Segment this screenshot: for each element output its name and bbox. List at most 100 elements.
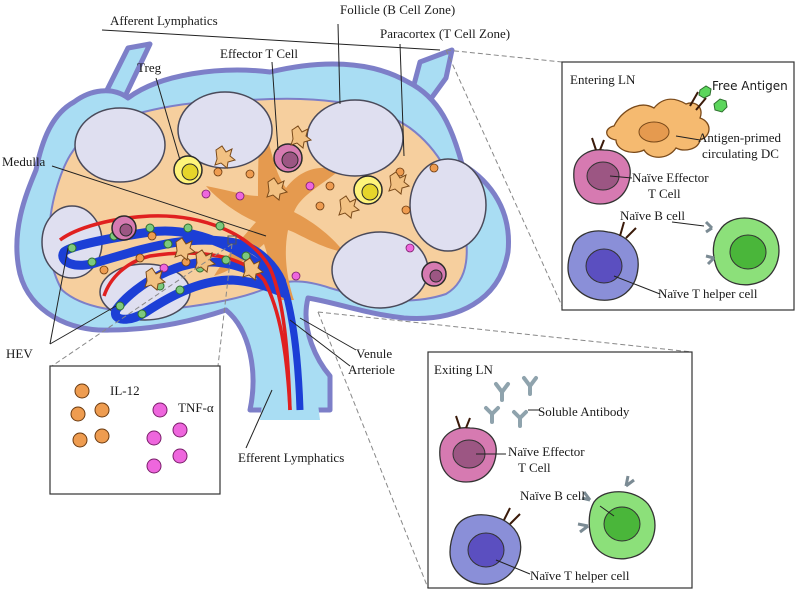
node-labels: Afferent Lymphatics Follicle (B Cell Zon…	[2, 2, 510, 465]
dendritic-cells	[144, 125, 411, 291]
effector-exiting-line2: T Cell	[518, 460, 551, 475]
hev-cell	[183, 223, 193, 233]
effector-t-cell	[111, 215, 137, 241]
il12-cluster	[70, 383, 110, 448]
leader-follicle	[337, 23, 341, 105]
effector-exiting-receptor	[455, 415, 471, 429]
follicle-4	[409, 158, 487, 252]
entering-panel: Entering LN Free Antigen Antigen-primed …	[561, 61, 795, 311]
follicle-2	[177, 91, 273, 169]
t-helper-exiting-nucleus	[467, 532, 505, 568]
leader-arteriole	[289, 319, 351, 367]
tnf-dots	[159, 181, 415, 281]
callout-entering-bottom	[445, 49, 563, 307]
dc-label-line2: circulating DC	[702, 146, 779, 161]
effector-entering-line2: T Cell	[648, 186, 681, 201]
t-helper-exiting-label: Naïve T helper cell	[530, 568, 630, 583]
effector-t-cell-entering-nucleus	[586, 161, 620, 191]
follicle-1	[74, 107, 166, 183]
antibody-icon	[512, 410, 528, 428]
hev-label: HEV	[6, 346, 33, 361]
afferent-lymphatics-label: Afferent Lymphatics	[110, 13, 218, 28]
hev-cell	[241, 251, 251, 261]
hev-cell	[145, 223, 155, 233]
callout-entering-top	[445, 49, 563, 63]
paracortex-label: Paracortex (T Cell Zone)	[380, 26, 510, 41]
leader-effector-entering	[609, 175, 633, 179]
effector-t-cell	[273, 143, 303, 173]
free-antigen-icon	[713, 98, 728, 113]
free-antigen-label: Free Antigen	[712, 79, 788, 93]
leader-hev-1	[49, 305, 117, 345]
arteriole-upper	[58, 214, 292, 411]
effector-receptor	[591, 137, 605, 151]
leader-dc	[675, 135, 701, 141]
captured-antigen	[698, 85, 712, 99]
venule-trunk	[278, 278, 304, 411]
b-cell-exiting-receptors	[577, 475, 635, 534]
dc-receptor	[689, 91, 707, 111]
effector-exiting-line1: Naïve Effector	[508, 444, 585, 459]
follicle-3	[306, 99, 404, 177]
dendritic-cell-nucleus	[638, 121, 670, 143]
soluble-antibody-label: Soluble Antibody	[538, 404, 630, 419]
t-helper-entering-nucleus	[585, 248, 623, 284]
tnf-cluster	[146, 402, 188, 474]
hev-cells	[67, 221, 251, 319]
leader-medulla	[51, 165, 267, 237]
t-helper-exiting-receptor	[503, 507, 521, 525]
treg-cell	[353, 175, 383, 205]
b-cell-exiting-label: Naïve B cell	[520, 488, 585, 503]
dc-label-line1: Antigen-primed	[698, 130, 782, 145]
medulla-label: Medulla	[2, 154, 46, 169]
b-cell-entering-label: Naïve B cell	[620, 208, 685, 223]
callout-cytokine-bottom	[217, 243, 233, 367]
leader-bcell-exiting	[599, 505, 615, 517]
leader-thelper-entering	[613, 275, 661, 295]
t-helper-receptor	[619, 221, 637, 239]
antibody-icon	[484, 406, 500, 424]
il12-dots	[99, 163, 439, 275]
leader-afferent	[101, 29, 441, 51]
hev-cell	[87, 257, 97, 267]
node-cells	[99, 125, 447, 291]
leader-venule	[299, 317, 357, 351]
hev-cell	[215, 221, 225, 231]
follicle-label: Follicle (B Cell Zone)	[340, 2, 455, 17]
leader-effector	[271, 61, 279, 151]
callout-exiting-top	[317, 311, 693, 353]
follicle-5	[331, 231, 429, 309]
treg-cell	[173, 155, 203, 185]
leader-lines	[49, 23, 441, 449]
il12-label: IL-12	[110, 383, 140, 398]
hev-cell	[175, 285, 185, 295]
callout-exiting-bottom	[317, 311, 429, 589]
arteriole-label: Arteriole	[348, 362, 395, 377]
effector-t-cell-label: Effector T Cell	[220, 46, 298, 61]
leader-hev-2	[49, 247, 69, 345]
hev-cell	[221, 255, 231, 265]
antibody-icon	[522, 376, 538, 396]
exiting-panel-title: Exiting LN	[434, 362, 493, 377]
effector-t-cell	[421, 261, 447, 287]
leader-thelper-exiting	[495, 559, 531, 575]
soluble-antibodies	[484, 376, 538, 428]
arteriole-lower	[102, 251, 292, 411]
hev-vessel-upper	[58, 226, 287, 286]
leader-efferent	[245, 389, 273, 449]
antibody-icon	[494, 382, 510, 402]
hev-cell	[115, 301, 125, 311]
callout-cytokine-top	[51, 243, 233, 367]
efferent-lymphatics-label: Efferent Lymphatics	[238, 450, 344, 465]
hev-cell	[67, 243, 77, 253]
exiting-panel: Exiting LN Soluble Antibody Naïve Effect…	[427, 351, 693, 589]
leader-treg	[155, 77, 181, 161]
efferent-vessel-end	[260, 404, 320, 420]
tnf-label: TNF-α	[178, 400, 214, 415]
hev-vessels	[58, 214, 304, 411]
entering-panel-title: Entering LN	[570, 72, 636, 87]
b-cell-entering-receptors	[704, 220, 716, 266]
venule-label: Venule	[356, 346, 392, 361]
